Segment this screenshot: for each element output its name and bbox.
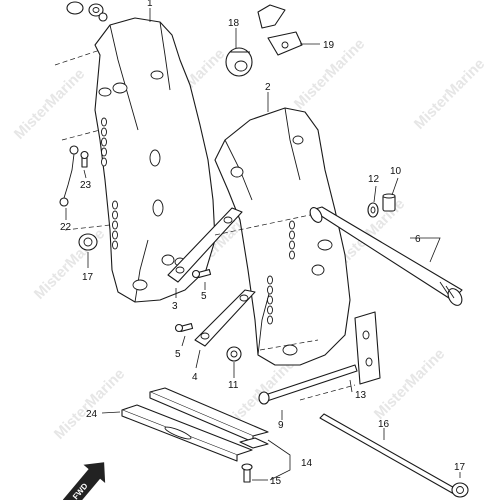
callout-18: 18: [228, 18, 240, 29]
callout-labels: 1 2 3 4 5 5 6 9 10 11 12 13 14 15 16 17 …: [60, 0, 466, 487]
screw-upper: [191, 268, 212, 279]
callout-12: 12: [368, 174, 380, 185]
bushing-17-left: [78, 233, 98, 251]
bolt-9: [258, 364, 358, 405]
callout-16: 16: [378, 419, 390, 430]
spacer-bars: [149, 387, 269, 449]
callout-13: 13: [355, 390, 367, 401]
callout-9: 9: [278, 420, 284, 431]
top-washers: [66, 1, 108, 22]
cable-22: [59, 145, 79, 207]
screw-15: [241, 463, 253, 483]
bushing-17-right: [451, 482, 469, 498]
washer-11: [226, 346, 242, 362]
stopper-plate: [354, 311, 381, 385]
callout-10: 10: [390, 166, 402, 177]
callout-6: 6: [415, 234, 421, 245]
callout-14: 14: [301, 458, 313, 469]
bolt-23: [80, 150, 89, 168]
callout-4: 4: [192, 372, 198, 383]
fwd-arrow-icon: FWD: [62, 462, 106, 500]
callout-1: 1: [147, 0, 153, 9]
callout-17: 17: [82, 272, 94, 283]
clamp-bracket-left: [94, 17, 216, 303]
watermark: MisterMarine: [371, 345, 448, 422]
collar-10: [382, 193, 396, 212]
watermark: MisterMarine: [11, 65, 88, 142]
callout-5: 5: [201, 291, 207, 302]
callout-3: 3: [172, 301, 178, 312]
washer-12: [367, 202, 379, 218]
callout-24: 24: [86, 409, 98, 420]
adjustment-holes-left: [101, 117, 118, 250]
watermark: MisterMarine: [31, 225, 108, 302]
screw-lower: [174, 322, 194, 333]
clip-19: [257, 4, 303, 56]
callout-19: 19: [323, 40, 335, 51]
watermark: MisterMarine: [411, 55, 488, 132]
callout-5: 5: [175, 349, 181, 360]
callout-11: 11: [228, 380, 239, 391]
knob-18: [225, 47, 253, 77]
tilt-tube: [309, 206, 463, 306]
plate-upper: [167, 207, 243, 283]
callout-22: 22: [60, 222, 72, 233]
pad-24: [121, 404, 253, 462]
clamp-bracket-right: [214, 107, 351, 366]
adjustment-holes-right: [267, 220, 295, 325]
watermark: MisterMarine: [51, 365, 128, 442]
callout-15: 15: [270, 476, 282, 487]
callout-2: 2: [265, 82, 271, 93]
callout-17: 17: [454, 462, 466, 473]
callout-23: 23: [80, 180, 92, 191]
plate-lower: [194, 289, 256, 347]
assembly-lines: [54, 49, 356, 401]
leader-lines: [65, 8, 461, 481]
